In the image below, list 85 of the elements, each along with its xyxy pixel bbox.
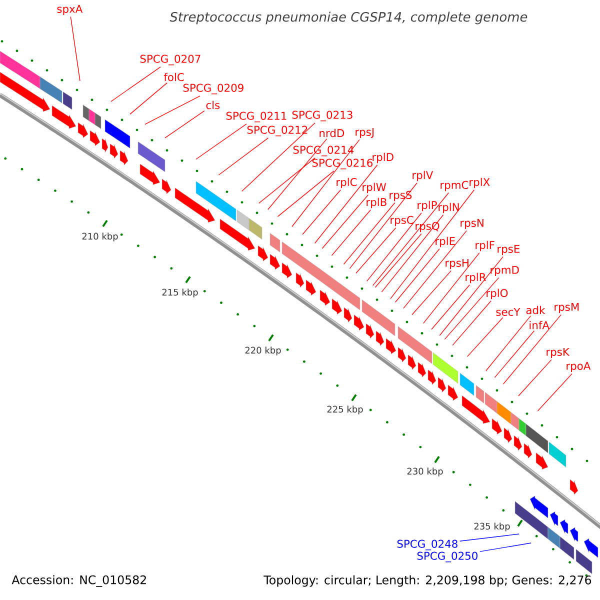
leader-line (381, 214, 444, 292)
gene-label: rplP (418, 200, 437, 212)
gene-label: spxA (57, 4, 83, 16)
leader-line (70, 16, 80, 82)
leader-line (302, 190, 341, 235)
leader-line (494, 330, 535, 378)
leader-line (480, 542, 532, 552)
gene-label: rplR (466, 272, 486, 284)
leader-line (242, 122, 316, 192)
gene-label: nrdD (320, 128, 344, 138)
gene-label: secY (496, 308, 520, 316)
gene-label: SPCG_0213 (292, 110, 352, 122)
leader-line (439, 256, 504, 336)
leader-line (518, 359, 552, 396)
footer-text: Accession: NC_010582 (12, 575, 146, 587)
leader-line (196, 124, 247, 160)
gene-label: rpsH (446, 258, 468, 270)
leader-line (502, 314, 562, 385)
gene-label: rpsJ (356, 128, 374, 138)
gene-label: rplD (372, 152, 394, 164)
leader-line (374, 233, 422, 288)
gene-label: rplB (366, 198, 386, 208)
gene-label: SPCG_0250 (417, 552, 478, 562)
gene-label: SPCG_0207 (140, 54, 200, 66)
leader-line (130, 82, 168, 115)
leader-line (486, 315, 532, 372)
leader-line (403, 230, 467, 309)
gene-label: infA (530, 320, 550, 330)
leader-line (268, 138, 328, 210)
gene-label: rplE (436, 236, 455, 248)
leader-line (444, 277, 500, 340)
leader-line (258, 158, 316, 204)
gene-label: rpsC (390, 216, 414, 226)
gene-label: folC (164, 72, 184, 82)
title: Streptococcus pneumoniae CGSP14, complete genome (170, 12, 528, 24)
gene-label: rpmC (440, 180, 468, 192)
leader-line (218, 138, 269, 176)
leader-line (164, 110, 205, 138)
leader-line (537, 373, 572, 412)
gene-label: rplV (412, 170, 434, 182)
scale-label: 225 kbp (327, 406, 363, 414)
leader-line (394, 248, 440, 303)
gene-label: rplX (470, 178, 490, 188)
gene-label: SPCG_0209 (183, 84, 244, 94)
gene-label: rpsM (554, 302, 579, 314)
leader-line (314, 164, 378, 244)
leader-line (110, 66, 161, 102)
gene-label: rplN (438, 202, 459, 214)
leader-line (277, 170, 334, 217)
gene-label: SPCG_0211 (226, 112, 286, 122)
leader-line (423, 252, 480, 324)
leader-line (322, 194, 369, 249)
gene-label: SPCG_0248 (397, 540, 458, 550)
gene-label: rplC (336, 178, 357, 188)
leader-line (390, 190, 474, 300)
gene-label: rpsK (546, 348, 570, 358)
gene-label: SPCG_0212 (247, 126, 308, 136)
leader-line (452, 300, 492, 346)
leader-line (431, 284, 470, 330)
leader-line (460, 534, 520, 542)
leader-line (144, 96, 200, 125)
gene-label: adk (526, 306, 546, 314)
scale-label: 235 kbp (474, 522, 510, 532)
scale-label: 210 kbp (82, 232, 118, 242)
leader-line (466, 317, 504, 357)
leader-line (366, 212, 422, 282)
gene-label: rplF (476, 240, 494, 252)
gene-label: cls (206, 100, 220, 110)
scale-label: 215 kbp (162, 288, 198, 298)
leader-line (292, 139, 360, 228)
scale-label: 220 kbp (245, 346, 281, 356)
gene-label: rpsE (498, 244, 520, 256)
leader-line (372, 192, 450, 286)
footer-text: Topology: circular; Length: 2,209,198 bp; Genes: 2,276 (264, 575, 592, 587)
gene-label: rplW (362, 182, 386, 194)
scale-label: 230 kbp (407, 468, 443, 476)
gene-label: rplO (486, 288, 508, 300)
gene-label: rpmD (490, 266, 519, 276)
leader-line (356, 227, 396, 274)
leader-line (412, 270, 452, 316)
leader-line (331, 210, 371, 256)
leader-line (343, 202, 396, 265)
leader-line (349, 182, 418, 269)
gene-label: rpsN (460, 218, 484, 230)
gene-label: rpoA (566, 362, 591, 372)
